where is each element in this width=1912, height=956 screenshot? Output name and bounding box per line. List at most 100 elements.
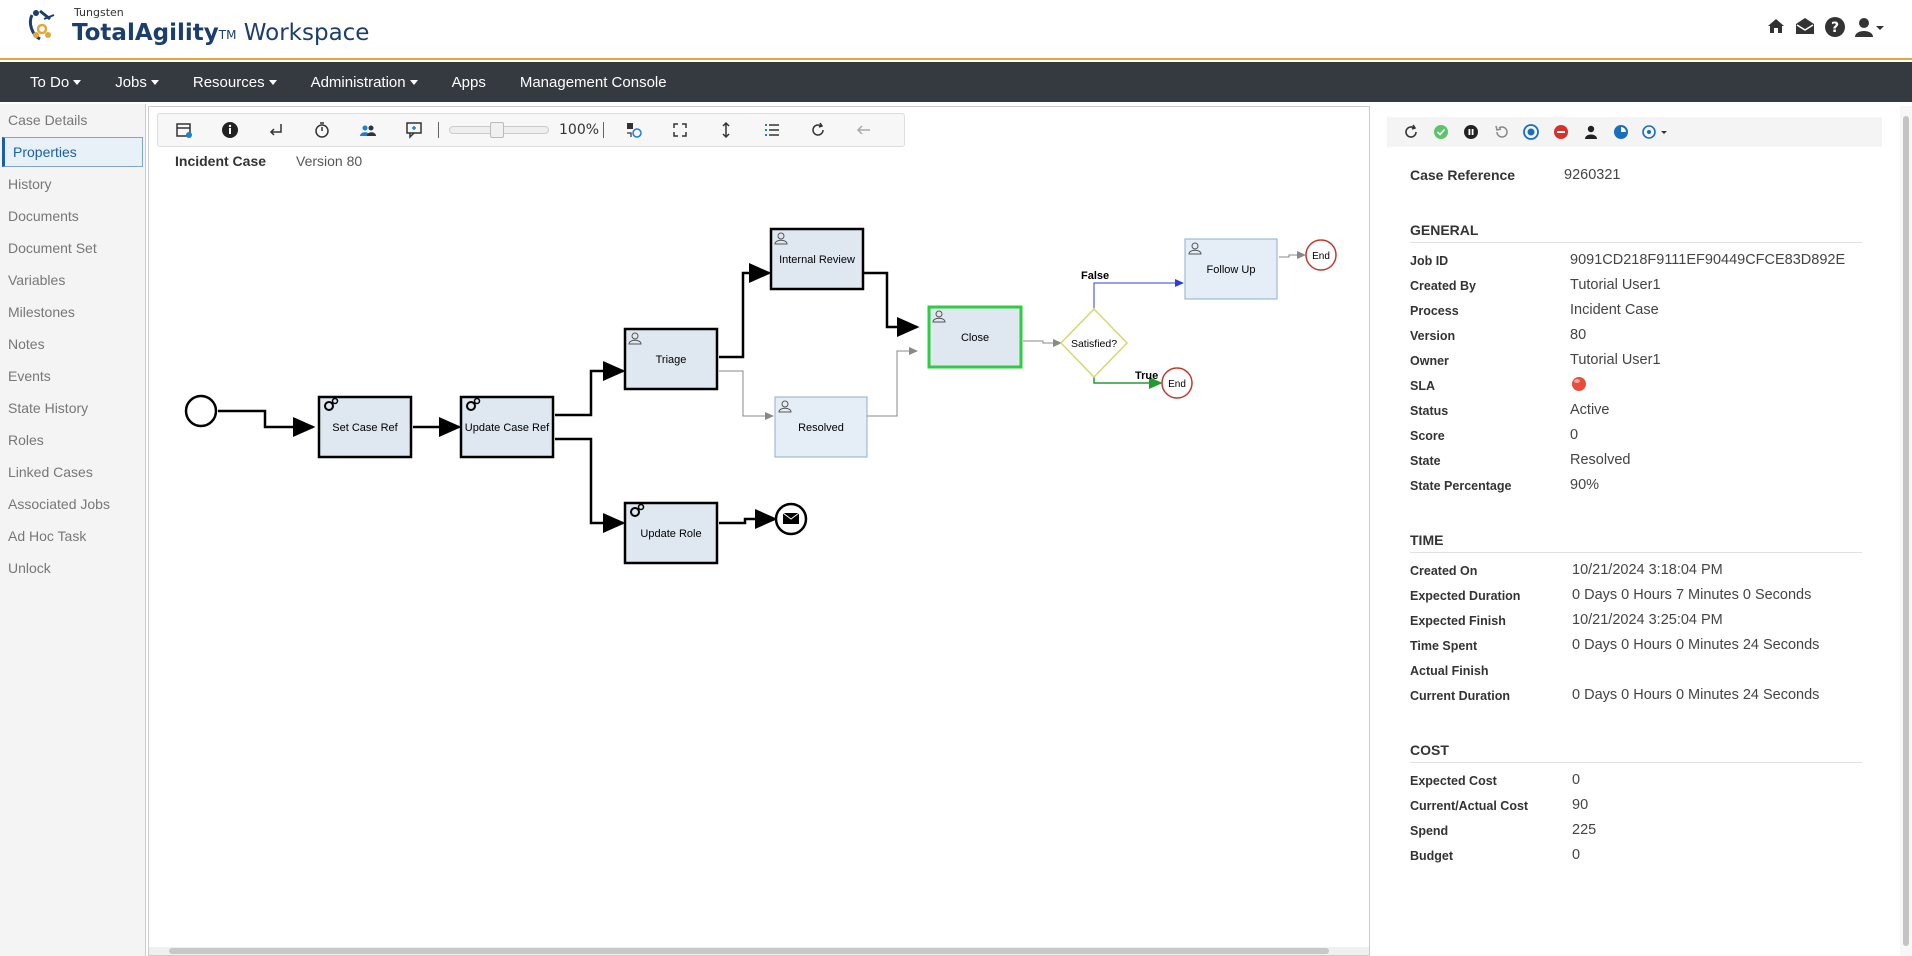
- node-follow-up[interactable]: Follow Up: [1184, 238, 1278, 300]
- field-value-state-percentage: 90%: [1570, 477, 1600, 493]
- field-value-spend: 225: [1572, 822, 1597, 838]
- field-value-process: Incident Case: [1570, 302, 1659, 318]
- field-label: Budget: [1410, 849, 1454, 863]
- decision-satisfied[interactable]: Satisfied?: [1059, 307, 1129, 379]
- edge-updatecaseref-triage: [555, 361, 626, 417]
- field-label: Score: [1410, 429, 1445, 443]
- undo-icon[interactable]: [1491, 122, 1511, 142]
- process-name: Incident Case: [175, 153, 267, 169]
- node-update-case-ref[interactable]: Update Case Ref: [459, 395, 555, 459]
- mail-icon[interactable]: [1794, 16, 1816, 38]
- app-header: Tungsten TotalAgilityTM Workspace ?: [0, 0, 1912, 60]
- sidebar-item-case-details[interactable]: Case Details: [8, 112, 88, 128]
- field-value-job-id: 9091CD218F9111EF90449CFCE83D892E: [1570, 252, 1846, 268]
- info-icon[interactable]: [210, 115, 250, 145]
- pause-icon[interactable]: [1461, 122, 1481, 142]
- logo[interactable]: Tungsten TotalAgilityTM Workspace: [26, 5, 369, 47]
- home-icon[interactable]: [1766, 16, 1786, 38]
- refresh-icon[interactable]: [798, 115, 838, 145]
- svg-text:Update Role: Update Role: [640, 528, 701, 540]
- field-value-status: Active: [1570, 402, 1610, 418]
- sidebar-item-documents[interactable]: Documents: [8, 208, 79, 224]
- user-menu-icon[interactable]: [1854, 16, 1884, 38]
- nav-management-console[interactable]: Management Console: [519, 73, 667, 91]
- zoom-slider-thumb[interactable]: [490, 122, 504, 138]
- fit-screen-icon[interactable]: [660, 115, 700, 145]
- settings-dropdown-icon[interactable]: [1641, 122, 1671, 142]
- field-label: Spend: [1410, 824, 1449, 838]
- users-icon[interactable]: [348, 115, 388, 145]
- user-task-icon: [932, 310, 946, 323]
- sidebar-item-linked-cases[interactable]: Linked Cases: [8, 464, 93, 480]
- timer-progress-icon[interactable]: [1611, 122, 1631, 142]
- comment-icon[interactable]: [394, 115, 434, 145]
- section-general-title: GENERAL: [1410, 222, 1862, 243]
- zoom-region-icon[interactable]: [614, 115, 654, 145]
- timer-icon[interactable]: [302, 115, 342, 145]
- nav-resources[interactable]: Resources: [181, 74, 289, 91]
- node-internal-review[interactable]: Internal Review: [769, 227, 865, 291]
- node-resolved[interactable]: Resolved: [774, 396, 868, 458]
- edge-triage-resolved: [719, 370, 774, 420]
- sidebar-item-state-history[interactable]: State History: [8, 400, 89, 416]
- back-arrow-icon[interactable]: [844, 115, 884, 145]
- edge-updaterole-message: [719, 509, 778, 529]
- edge-label-false: False: [1081, 270, 1109, 282]
- field-value-current-cost: 90: [1572, 797, 1589, 813]
- vertical-scrollbar-thumb[interactable]: [1903, 116, 1909, 946]
- end-event-satisfied[interactable]: End: [1161, 367, 1193, 399]
- sidebar-item-associated-jobs[interactable]: Associated Jobs: [8, 496, 110, 512]
- case-actions-toolbar: [1387, 117, 1882, 147]
- field-value-expected-finish: 10/21/2024 3:25:04 PM: [1572, 612, 1723, 628]
- end-event-follow-up[interactable]: End: [1305, 239, 1337, 271]
- svg-text:Follow Up: Follow Up: [1207, 264, 1256, 276]
- refresh-icon[interactable]: [1401, 122, 1421, 142]
- stop-icon[interactable]: [1551, 122, 1571, 142]
- record-icon[interactable]: [1521, 122, 1541, 142]
- node-close[interactable]: Close: [927, 305, 1023, 369]
- field-label: Expected Duration: [1410, 589, 1521, 603]
- envelope-icon: [782, 512, 800, 524]
- horizontal-scrollbar[interactable]: [149, 947, 1369, 955]
- field-label: State Percentage: [1410, 479, 1512, 493]
- svg-text:Satisfied?: Satisfied?: [1071, 338, 1117, 350]
- field-label: Process: [1410, 304, 1459, 318]
- message-end-event[interactable]: [774, 502, 808, 536]
- start-event[interactable]: [184, 394, 218, 428]
- sidebar-item-notes[interactable]: Notes: [8, 336, 45, 352]
- vertical-scrollbar[interactable]: [1900, 106, 1912, 956]
- sidebar-item-history[interactable]: History: [8, 176, 52, 192]
- sidebar-item-document-set[interactable]: Document Set: [8, 240, 97, 256]
- node-triage[interactable]: Triage: [623, 327, 719, 391]
- complete-icon[interactable]: [1431, 122, 1451, 142]
- horizontal-scrollbar-thumb[interactable]: [169, 948, 1329, 954]
- zoom-slider[interactable]: [449, 122, 549, 138]
- field-value-time-spent: 0 Days 0 Hours 0 Minutes 24 Seconds: [1572, 637, 1820, 653]
- help-icon[interactable]: ?: [1824, 16, 1846, 38]
- return-icon[interactable]: [256, 115, 296, 145]
- section-time-title: TIME: [1410, 532, 1862, 553]
- nav-todo[interactable]: To Do: [18, 74, 93, 91]
- field-value-created-by: Tutorial User1: [1570, 277, 1661, 293]
- node-set-case-ref[interactable]: Set Case Ref: [317, 395, 413, 459]
- fit-height-icon[interactable]: [706, 115, 746, 145]
- nav-apps[interactable]: Apps: [451, 73, 486, 91]
- sidebar-item-roles[interactable]: Roles: [8, 432, 44, 448]
- legend-icon[interactable]: [752, 115, 792, 145]
- node-update-role[interactable]: Update Role: [623, 501, 719, 565]
- sidebar-item-ad-hoc-task[interactable]: Ad Hoc Task: [8, 528, 87, 544]
- svg-text:Internal Review: Internal Review: [779, 254, 855, 266]
- nav-administration[interactable]: Administration: [299, 74, 430, 91]
- sidebar-item-properties[interactable]: Properties: [2, 137, 143, 167]
- sidebar-item-variables[interactable]: Variables: [8, 272, 66, 288]
- edge-start-setcaseref: [218, 409, 316, 437]
- caret-down-icon: [268, 80, 277, 86]
- user-icon[interactable]: [1581, 122, 1601, 142]
- sidebar-item-unlock[interactable]: Unlock: [8, 560, 51, 576]
- calendar-icon[interactable]: [164, 115, 204, 145]
- field-label: Owner: [1410, 354, 1449, 368]
- sidebar-item-milestones[interactable]: Milestones: [8, 304, 75, 320]
- svg-text:End: End: [1168, 379, 1186, 390]
- sidebar-item-events[interactable]: Events: [8, 368, 51, 384]
- nav-jobs[interactable]: Jobs: [103, 74, 171, 91]
